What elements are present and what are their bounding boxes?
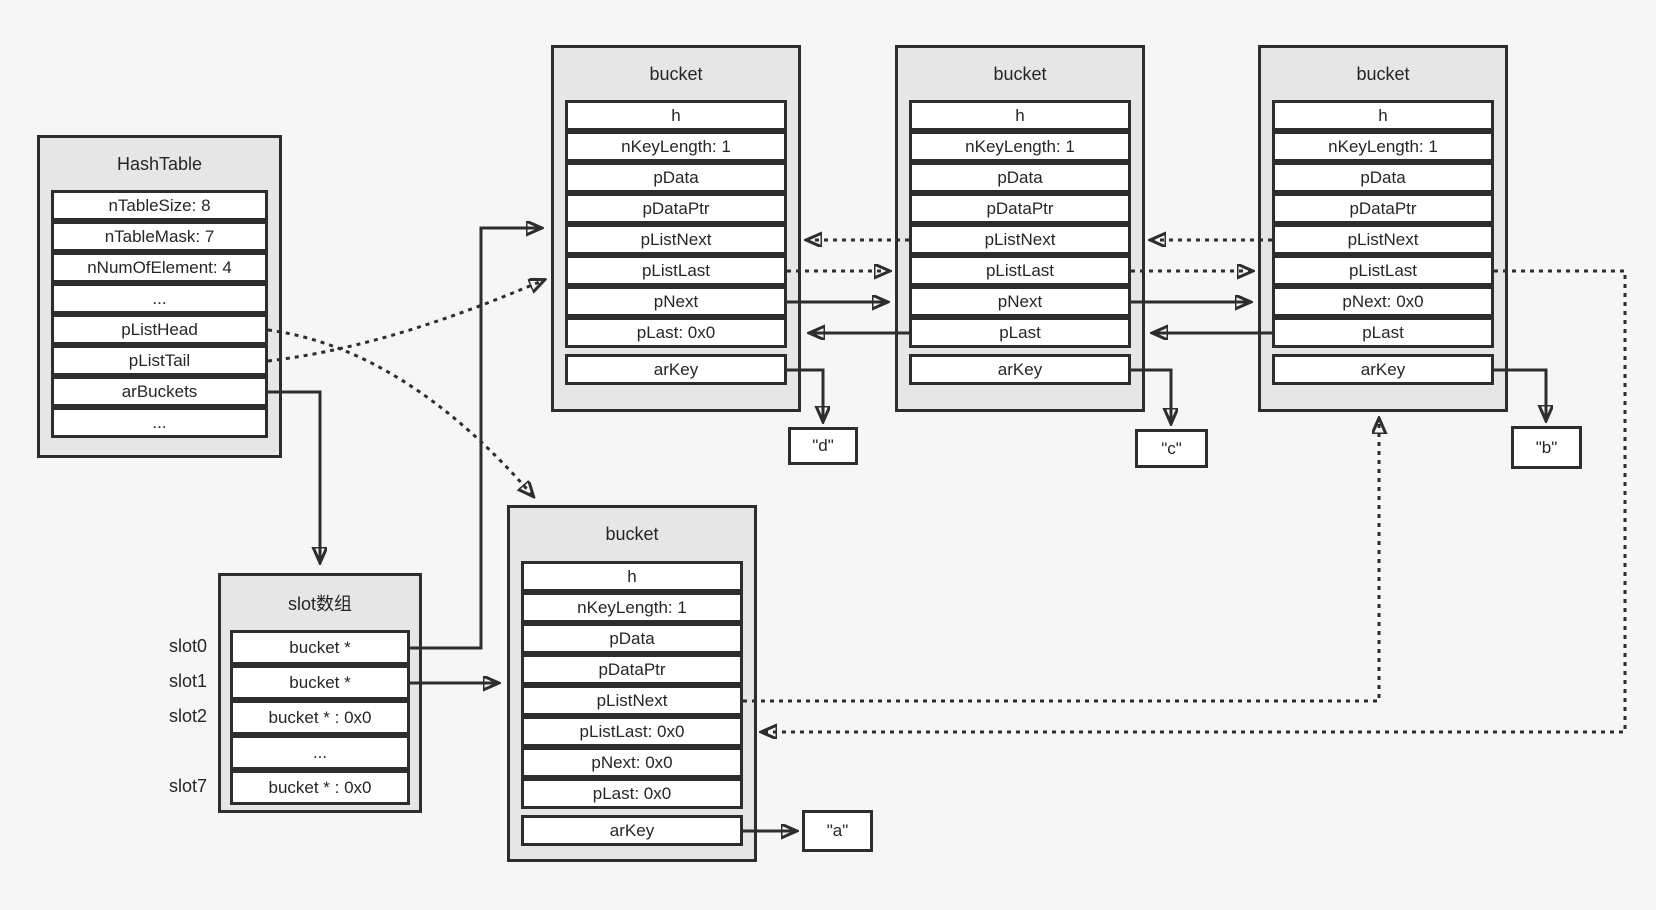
bucket-d-fields: h nKeyLength: 1 pData pDataPtr pListNext… [554,100,798,385]
field-row: pData [521,623,743,654]
slot-array-title: slot数组 [287,594,352,614]
field-row: pListNext [1272,224,1494,255]
field-row: pLast [909,317,1131,348]
bucket-a-box: bucket h nKeyLength: 1 pData pDataPtr pL… [507,505,757,862]
bucket-a-title: bucket [605,524,659,544]
field-row: nNumOfElement: 4 [51,252,268,283]
field-row: pLast: 0x0 [565,317,787,348]
field-row: pNext: 0x0 [1272,286,1494,317]
field-row: pNext [909,286,1131,317]
field-row: pDataPtr [909,193,1131,224]
slot0-label: slot0 [168,636,207,656]
bucket-b-fields: h nKeyLength: 1 pData pDataPtr pListNext… [1261,100,1505,385]
field-row: ... [51,283,268,314]
field-row: pLast: 0x0 [521,778,743,809]
field-row: pDataPtr [565,193,787,224]
arrow-plisthead-to-bucket-a [267,328,533,496]
field-row: arBuckets [51,376,268,407]
field-row: ... [230,735,410,770]
bucket-c-fields: h nKeyLength: 1 pData pDataPtr pListNext… [898,100,1142,385]
field-row: arKey [521,815,743,846]
bucket-c-title: bucket [993,63,1047,84]
field-row: pListNext [565,224,787,255]
field-row: bucket * [230,665,410,700]
bucket-a-fields: h nKeyLength: 1 pData pDataPtr pListNext… [510,561,754,846]
field-row: arKey [909,354,1131,385]
hashtable-fields: nTableSize: 8 nTableMask: 7 nNumOfElemen… [40,190,279,438]
bucket-d-title: bucket [649,63,703,84]
bucket-b-box: bucket h nKeyLength: 1 pData pDataPtr pL… [1258,45,1508,412]
field-row: pListNext [909,224,1131,255]
slot2-label: slot2 [168,706,207,726]
field-row: bucket * : 0x0 [230,700,410,735]
field-row: nKeyLength: 1 [909,131,1131,162]
field-row: pListTail [51,345,268,376]
key-box-b: "b" [1511,426,1582,469]
slot7-label: slot7 [168,776,207,796]
field-row: h [909,100,1131,131]
field-row: pDataPtr [521,654,743,685]
key-box-d: "d" [788,427,858,465]
slot-array-box: slot数组 bucket * bucket * bucket * : 0x0 … [218,573,422,813]
field-row: pListNext [521,685,743,716]
field-row: pData [909,162,1131,193]
field-row: pListLast [565,255,787,286]
field-row: bucket * : 0x0 [230,770,410,805]
field-row: pListHead [51,314,268,345]
field-row: pData [565,162,787,193]
field-row: nTableSize: 8 [51,190,268,221]
bucket-b-title: bucket [1356,63,1410,84]
field-row: ... [51,407,268,438]
field-row: pListLast: 0x0 [521,716,743,747]
bucket-d-box: bucket h nKeyLength: 1 pData pDataPtr pL… [551,45,801,412]
key-box-a: "a" [802,810,873,852]
field-row: pNext [565,286,787,317]
field-row: h [565,100,787,131]
slot1-label: slot1 [168,671,207,691]
hashtable-box: HashTable nTableSize: 8 nTableMask: 7 nN… [37,135,282,458]
field-row: pListLast [909,255,1131,286]
field-row: nKeyLength: 1 [521,592,743,623]
field-row: nTableMask: 7 [51,221,268,252]
hashtable-title: HashTable [116,153,203,174]
arrow-plisttail-to-bucket-d [267,280,544,363]
key-box-c: "c" [1135,429,1208,468]
field-row: nKeyLength: 1 [1272,131,1494,162]
slot-array-fields: bucket * bucket * bucket * : 0x0 ... buc… [221,630,419,805]
field-row: bucket * [230,630,410,665]
field-row: pDataPtr [1272,193,1494,224]
bucket-c-box: bucket h nKeyLength: 1 pData pDataPtr pL… [895,45,1145,412]
field-row: nKeyLength: 1 [565,131,787,162]
field-row: pData [1272,162,1494,193]
field-row: pListLast [1272,255,1494,286]
field-row: pNext: 0x0 [521,747,743,778]
field-row: pLast [1272,317,1494,348]
field-row: h [1272,100,1494,131]
field-row: h [521,561,743,592]
field-row: arKey [565,354,787,385]
field-row: arKey [1272,354,1494,385]
